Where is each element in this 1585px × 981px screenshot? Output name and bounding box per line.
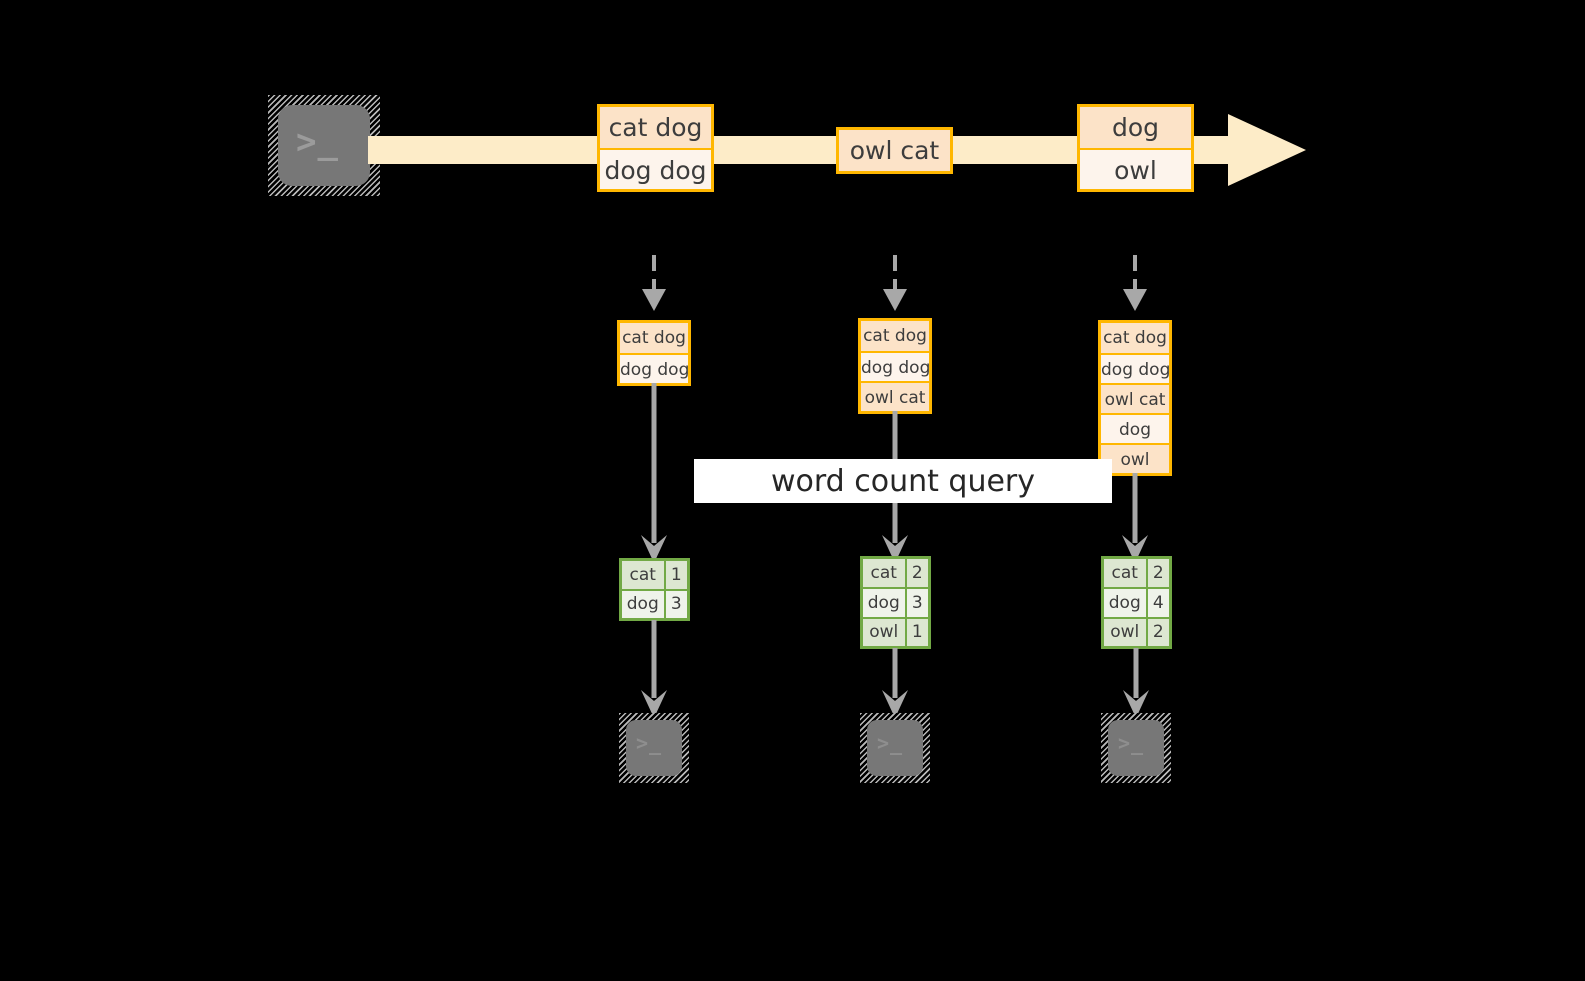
query-arrow-3 [1120, 473, 1150, 565]
terminal-prompt-glyph: >_ [636, 731, 663, 755]
table-row: owl 2 [1102, 616, 1171, 648]
stream-batch-1: cat dog dog dog [597, 104, 714, 192]
result-word: dog [861, 586, 906, 618]
input-row: dog dog [1101, 353, 1170, 383]
result-count: 2 [1145, 616, 1171, 648]
sink-terminal-icon-3: >_ [1101, 713, 1171, 783]
input-row: dog dog [620, 353, 689, 383]
stream-record: cat dog [600, 107, 711, 148]
table-row: dog 3 [620, 588, 689, 620]
terminal-screen: >_ [867, 720, 923, 776]
result-table-1: cat 1 dog 3 [619, 558, 690, 621]
result-word: cat [620, 559, 665, 590]
input-table-3: cat dog dog dog owl cat dog owl [1098, 320, 1172, 476]
input-row: cat dog [620, 323, 688, 353]
terminal-screen: >_ [626, 720, 682, 776]
sink-terminal-icon-1: >_ [619, 713, 689, 783]
table-row: owl 1 [861, 616, 930, 648]
table-row: cat 2 [861, 557, 930, 588]
terminal-prompt-glyph: >_ [877, 731, 904, 755]
sink-arrow-2 [880, 648, 910, 720]
result-count: 2 [1145, 557, 1171, 588]
input-row: cat dog [1101, 323, 1169, 353]
result-word: dog [1102, 586, 1147, 618]
terminal-screen: >_ [278, 105, 370, 186]
trigger-arrow-1 [638, 255, 670, 313]
stream-record: dog dog [600, 148, 711, 189]
input-table-2: cat dog dog dog owl cat [858, 318, 932, 414]
sink-arrow-1 [639, 620, 669, 720]
result-table-3: cat 2 dog 4 owl 2 [1101, 556, 1172, 649]
result-word: dog [620, 588, 665, 620]
input-row: dog dog [861, 351, 930, 381]
result-count: 1 [663, 559, 689, 590]
result-table-2: cat 2 dog 3 owl 1 [860, 556, 931, 649]
result-count: 2 [904, 557, 930, 588]
sink-terminal-icon-2: >_ [860, 713, 930, 783]
result-count: 3 [663, 588, 689, 620]
trigger-arrow-3 [1119, 255, 1151, 313]
stream-batch-2: owl cat [836, 127, 953, 174]
table-row: cat 1 [620, 559, 689, 590]
stream-record: dog [1080, 107, 1191, 148]
table-row: dog 4 [1102, 586, 1171, 618]
terminal-screen: >_ [1108, 720, 1164, 776]
result-count: 3 [904, 586, 930, 618]
trigger-arrow-2 [879, 255, 911, 313]
query-arrow-1 [639, 383, 669, 565]
result-word: owl [1102, 616, 1147, 648]
table-row: dog 3 [861, 586, 930, 618]
result-word: cat [1102, 557, 1147, 588]
table-row: cat 2 [1102, 557, 1171, 588]
query-label-text: word count query [770, 463, 1036, 499]
result-count: 4 [1145, 586, 1171, 618]
result-count: 1 [904, 616, 930, 648]
input-table-1: cat dog dog dog [617, 320, 691, 386]
terminal-prompt-glyph: >_ [296, 122, 339, 162]
input-row: owl [1101, 443, 1169, 473]
query-label: word count query [694, 459, 1112, 503]
input-row: owl cat [1101, 383, 1169, 413]
terminal-prompt-glyph: >_ [1118, 731, 1145, 755]
stream-record: owl cat [839, 130, 950, 171]
sink-arrow-3 [1121, 648, 1151, 720]
source-terminal-icon: >_ [268, 95, 380, 196]
result-word: owl [861, 616, 906, 648]
input-row: dog [1101, 413, 1169, 443]
input-row: owl cat [861, 381, 929, 411]
stream-record: owl [1080, 148, 1191, 189]
input-row: cat dog [861, 321, 929, 351]
stream-batch-3: dog owl [1077, 104, 1194, 192]
result-word: cat [861, 557, 906, 588]
